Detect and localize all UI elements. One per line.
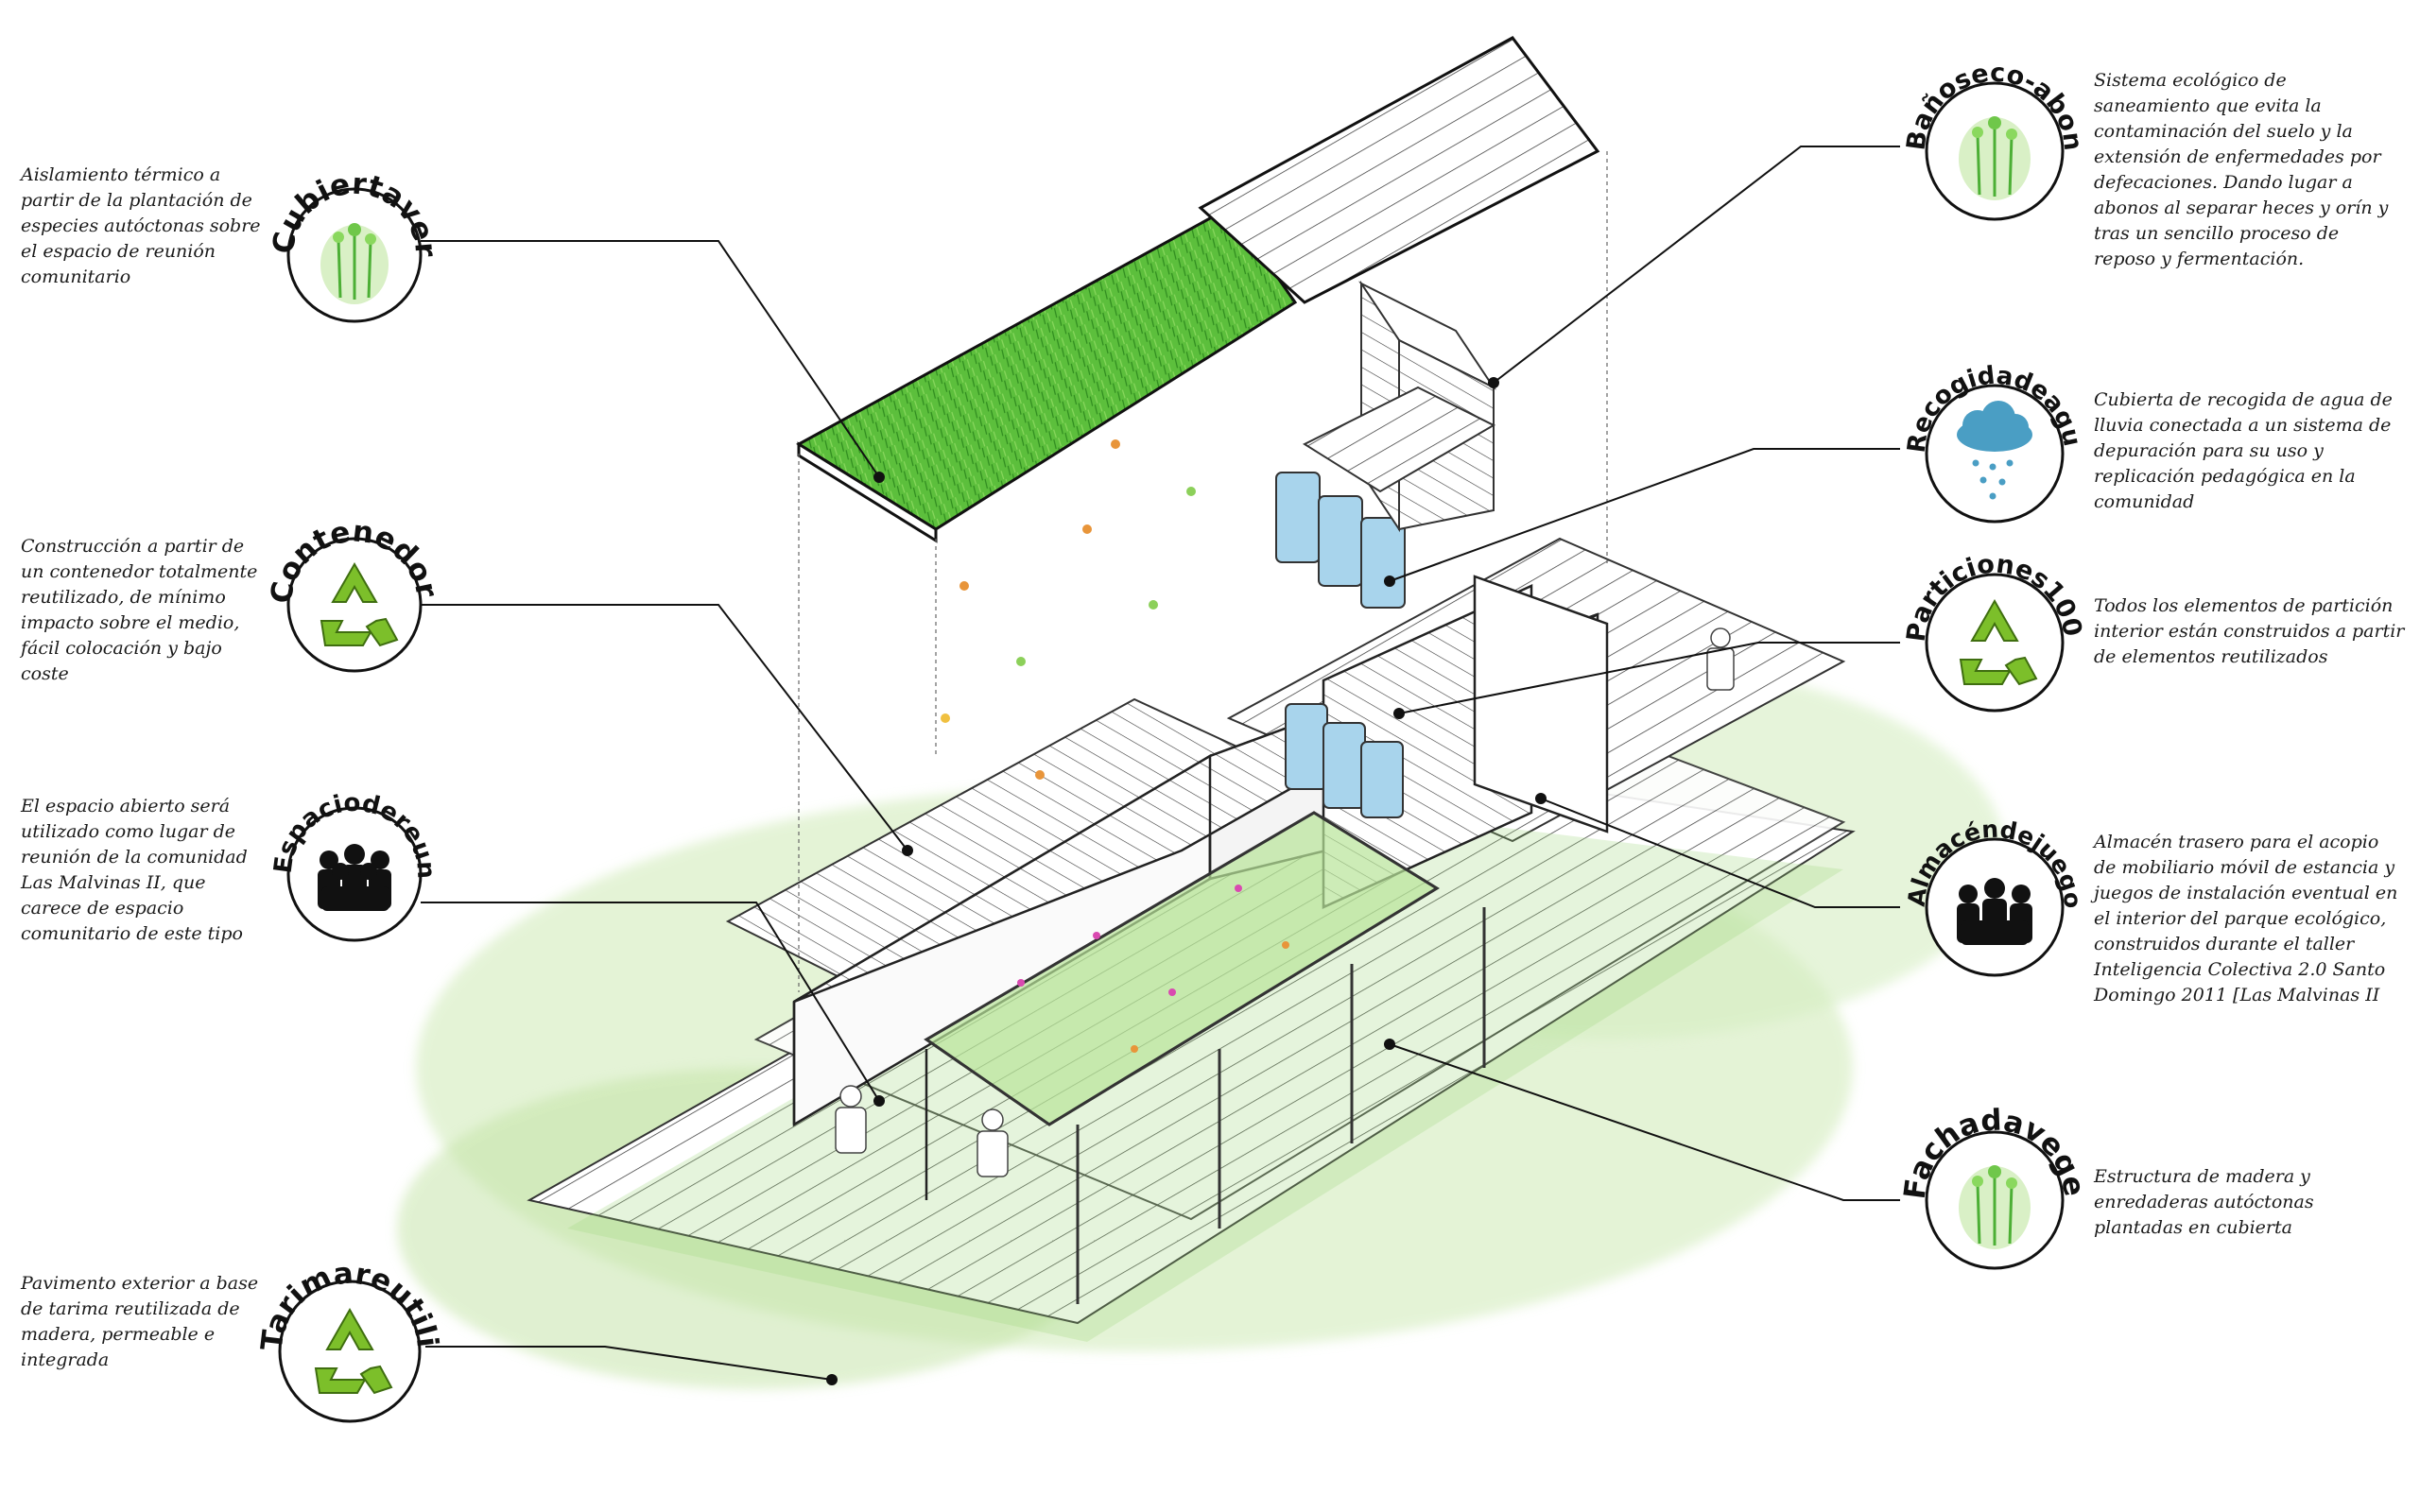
leader-lines — [421, 146, 1900, 1381]
recycle-icon — [320, 561, 399, 647]
desc-recogida-agua: Cubierta de recogida de agua de lluvia c… — [2094, 389, 2393, 512]
desc-almacen: Almacén trasero para el acopio de mobili… — [2094, 832, 2398, 1005]
water-tanks — [1275, 472, 1406, 818]
badge-tarima: Tarimareutilizada — [255, 1257, 444, 1423]
recycle-icon — [314, 1307, 393, 1395]
desc-bano-seco: Sistema ecológico de saneamiento que evi… — [2094, 70, 2389, 269]
badge-cubierta-verde: Cubiertaverde — [265, 165, 442, 323]
badge-fachada-vegetal: Fachadavegetal — [1900, 1106, 2089, 1270]
leader-dots — [826, 377, 1547, 1385]
dry-toilet-cabin — [1302, 280, 1496, 533]
badge-espacio-reunion: Espaciodereuniónconunitario — [265, 784, 440, 942]
people-figures — [835, 627, 1735, 1177]
badge-particiones: Particiones100%reutilizadas — [1900, 548, 2087, 713]
rain-cloud-icon — [1957, 401, 2032, 500]
plants-icon — [1959, 1165, 2031, 1249]
desc-cubierta-verde: Aislamiento térmico a partir de la plant… — [21, 164, 261, 287]
badge-contenedor: Contenedor100%reutilizado — [265, 515, 444, 673]
crowd-icon — [318, 844, 391, 911]
recycle-icon — [1959, 598, 2038, 686]
projection-lines — [798, 151, 1608, 992]
metal-roof — [1198, 36, 1600, 304]
crowd-icon — [1957, 878, 2032, 945]
green-roof — [796, 206, 1298, 543]
falling-leaves — [941, 439, 1196, 780]
badge-recogida-agua: Recogidadeaguadelluvia — [1900, 359, 2086, 524]
grass-tufts — [567, 803, 1843, 1342]
desc-tarima: Pavimento exterior a base de tarima reut… — [21, 1273, 259, 1370]
desc-particiones: Todos los elementos de partición interio… — [2094, 595, 2405, 667]
badge-bano-seco: Bañoseco-abononatural — [1900, 57, 2087, 221]
plants-icon — [320, 223, 389, 304]
desc-fachada-vegetal: Estructura de madera y enredaderas autóc… — [2094, 1166, 2314, 1238]
plants-icon — [1959, 116, 2031, 200]
desc-contenedor: Construcción a partir de un contenedor t… — [21, 536, 258, 684]
pergola-facade — [924, 811, 1486, 1304]
badge-almacen: Almacéndejuegosparaelparque — [1900, 813, 2086, 977]
container-structure — [792, 575, 1609, 1200]
desc-espacio-reunion: El espacio abierto será utilizado como l… — [21, 796, 248, 944]
